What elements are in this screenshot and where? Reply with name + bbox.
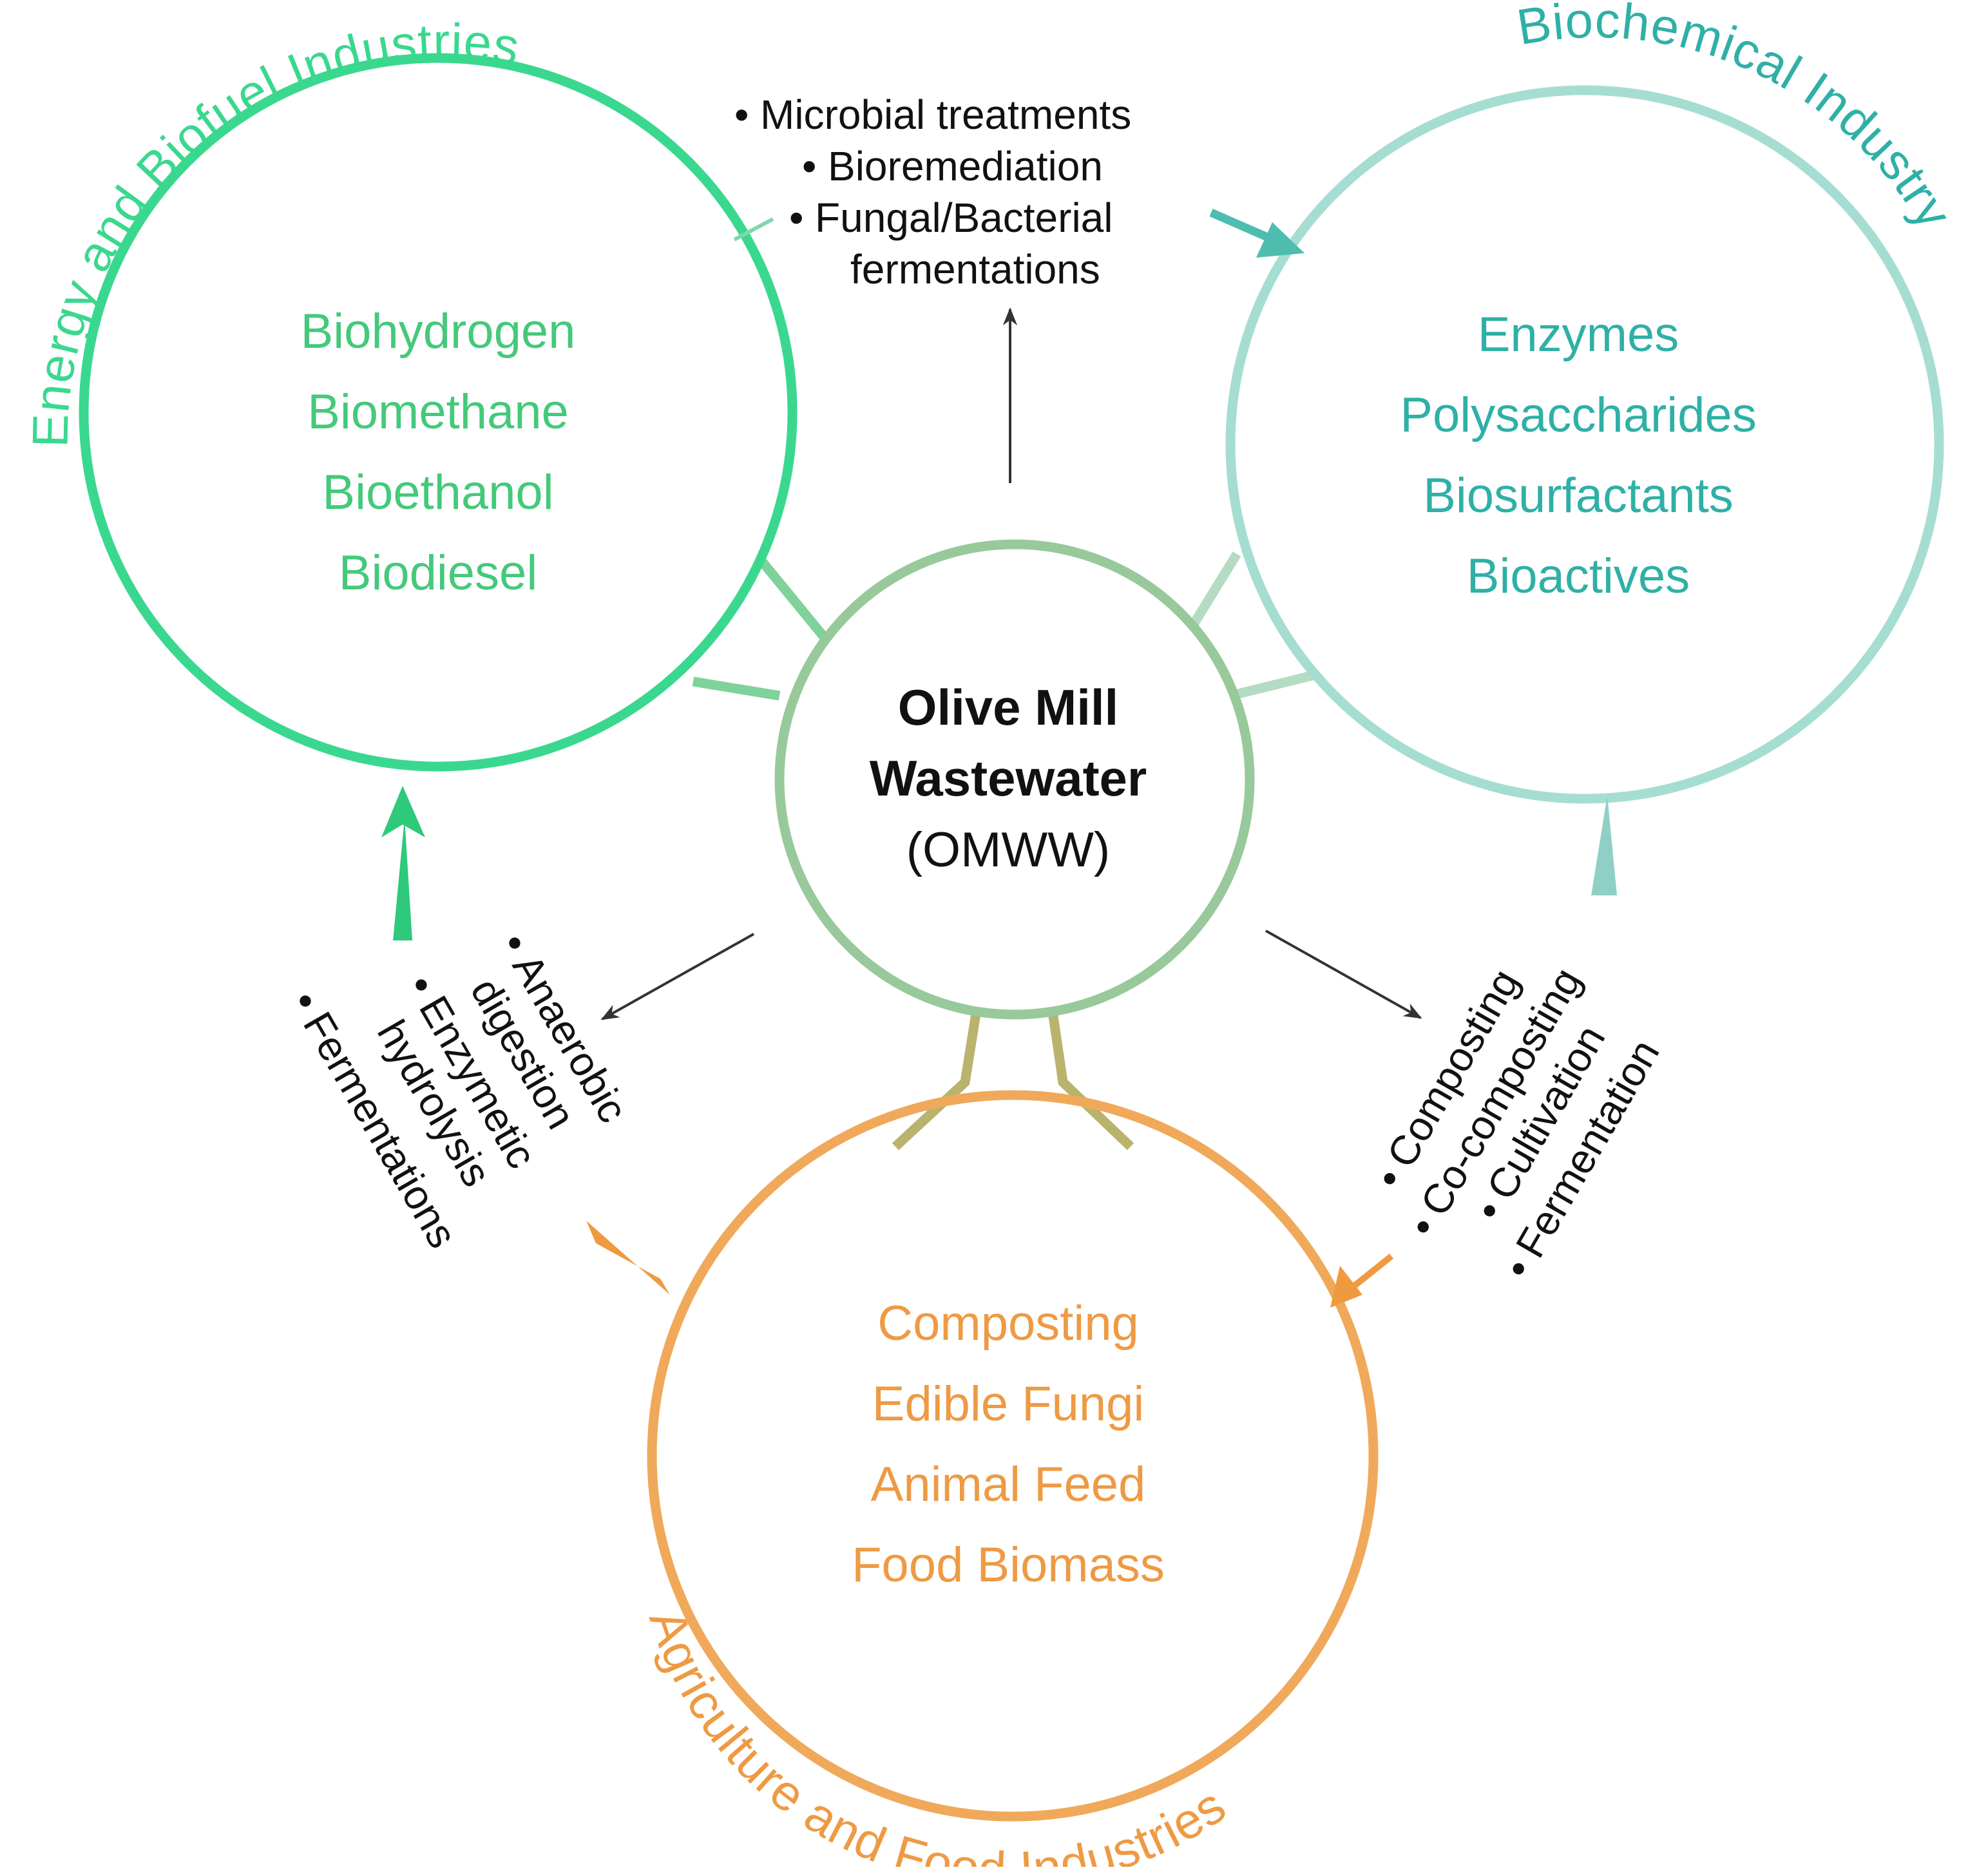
energy-title: Energy and Biofuel Industries	[21, 13, 523, 448]
arrow-energy-tick	[733, 217, 774, 242]
arrow-to-energy	[393, 818, 412, 940]
process-item: fermentations	[850, 246, 1100, 292]
process-item: Bioremediation	[828, 143, 1103, 189]
center-abbreviation: (OMWW)	[906, 823, 1111, 877]
energy-product-item: Biodiesel	[339, 546, 537, 600]
agriculture-products: Composting Edible Fungi Animal Feed Food…	[852, 1296, 1165, 1592]
energy-products: Biohydrogen Biomethane Bioethanol Biodie…	[301, 304, 576, 600]
center-title-line2: Wastewater	[870, 750, 1147, 806]
agriculture-product-item: Composting	[877, 1296, 1139, 1351]
energy-circle	[79, 53, 798, 772]
process-list-left: • Anaerobic digestion • Enzymetic hydrol…	[282, 925, 636, 1255]
agriculture-product-item: Animal Feed	[871, 1457, 1146, 1512]
agriculture-circle	[647, 1090, 1379, 1822]
agriculture-product-item: Edible Fungi	[872, 1377, 1145, 1431]
biochemical-tail-wedge	[1591, 796, 1617, 895]
energy-product-item: Biohydrogen	[301, 304, 576, 359]
neck-energy	[692, 556, 828, 701]
biochemical-product-item: Bioactives	[1467, 549, 1690, 604]
biochemical-product-item: Biosurfactants	[1423, 468, 1734, 523]
energy-product-item: Bioethanol	[322, 465, 553, 520]
arrow-to-left-list	[600, 933, 754, 1020]
biochemical-products: Enzymes Polysaccharides Biosurfactants B…	[1400, 307, 1756, 604]
agriculture-title: Agriculture and Food Industries	[638, 1602, 1236, 1867]
process-bullet: •	[789, 195, 803, 241]
connectors	[692, 551, 1315, 1150]
arrow-to-agriculture-head	[1330, 1266, 1362, 1308]
center-label: Olive Mill Wastewater (OMWW)	[870, 679, 1147, 877]
process-item: Fungal/Bacterial	[815, 195, 1113, 241]
agriculture-tail-wedge	[586, 1221, 670, 1295]
flow-arrows	[381, 209, 1617, 1308]
process-list-top: • Microbial treatments • Bioremediation …	[734, 91, 1131, 292]
process-list-right: • Composting • Co-composting • Cultivati…	[1366, 960, 1668, 1286]
arrow-to-biochemical-head	[1256, 222, 1305, 258]
process-bullet: •	[802, 143, 816, 189]
center-circle	[774, 539, 1255, 1020]
energy-product-item: Biomethane	[307, 385, 569, 439]
process-item: Microbial treatments	[760, 91, 1131, 138]
arrow-to-energy-head	[381, 786, 425, 837]
arrow-to-right-list	[1265, 930, 1422, 1019]
agriculture-product-item: Food Biomass	[852, 1538, 1165, 1592]
biochemical-title: Biochemical Industry	[1513, 0, 1964, 238]
biochemical-circle	[1225, 85, 1944, 804]
neck-agri	[892, 984, 1134, 1150]
center-arrows	[600, 307, 1422, 1020]
center-title-line1: Olive Mill	[898, 679, 1118, 736]
biochemical-product-item: Enzymes	[1478, 307, 1679, 362]
biochemical-product-item: Polysaccharides	[1400, 388, 1756, 443]
process-bullet: •	[734, 91, 749, 138]
